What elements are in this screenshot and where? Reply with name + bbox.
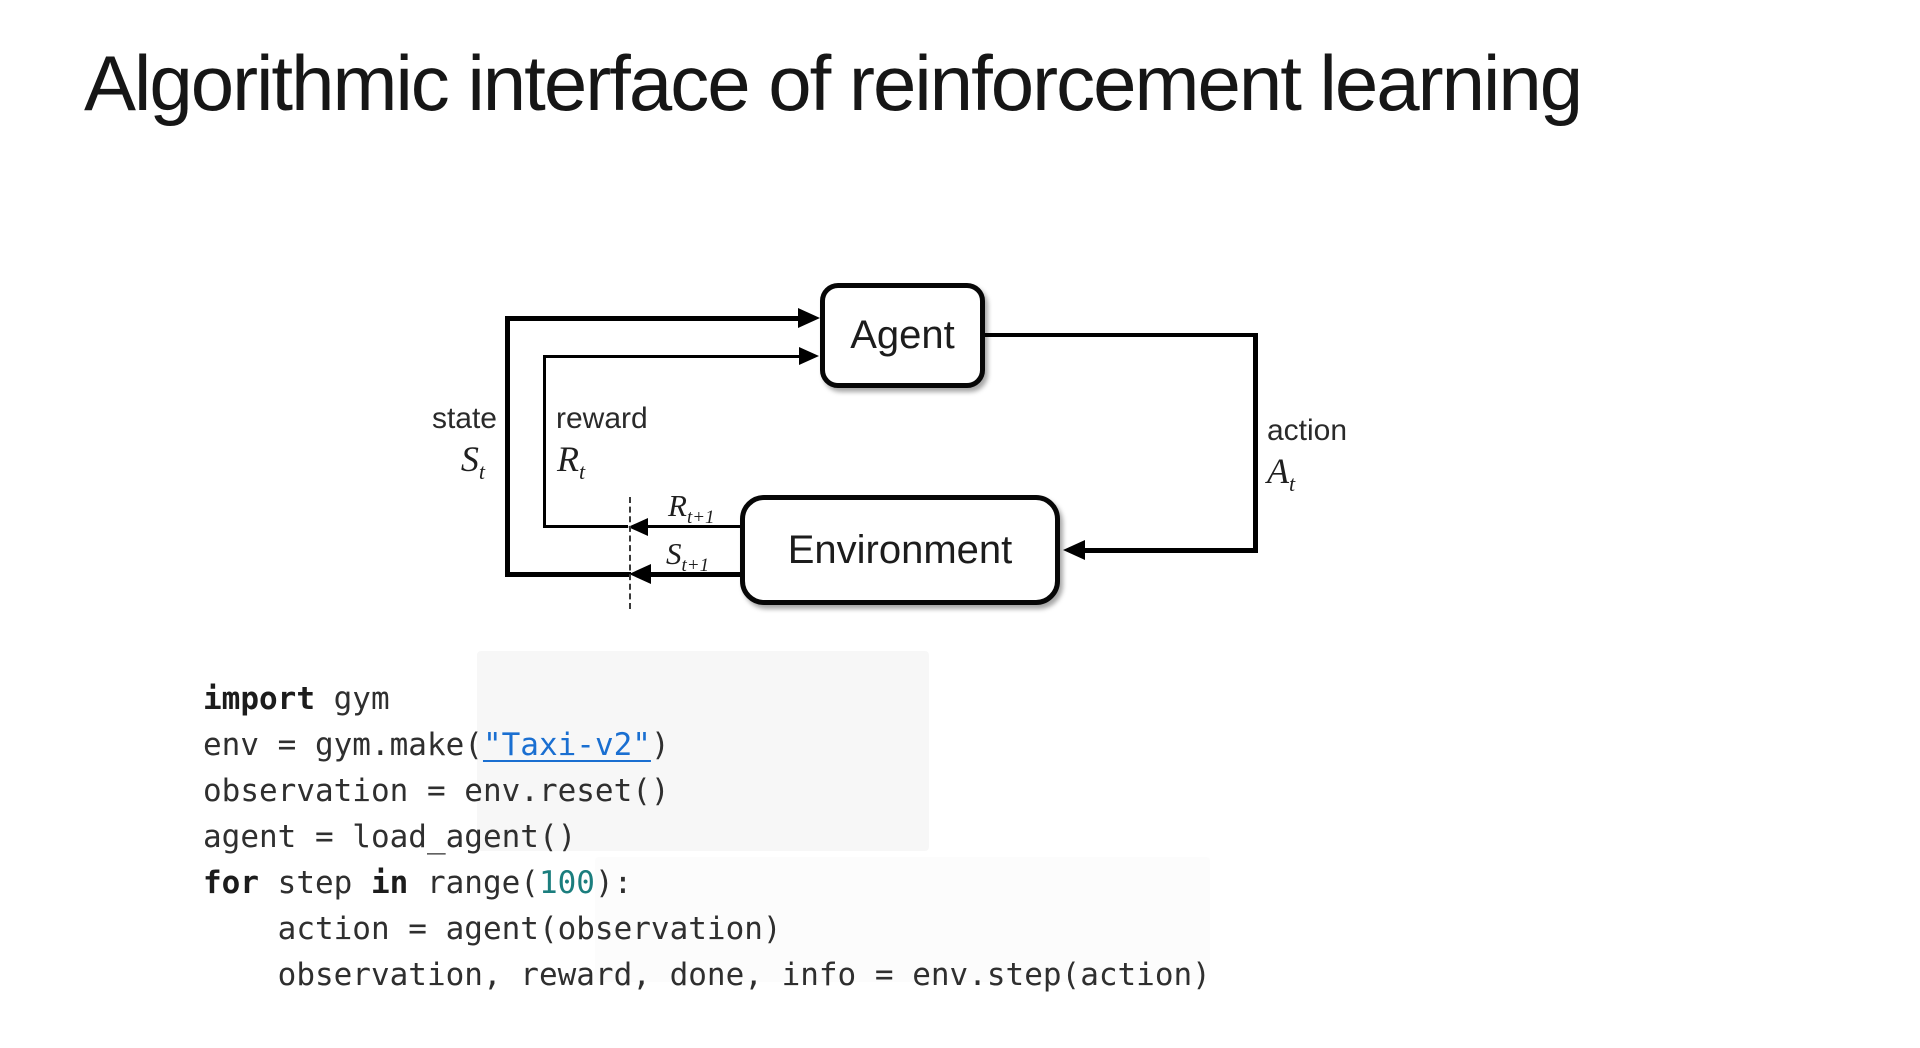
code-token: ): (594, 865, 633, 901)
action-line-bottom (1085, 548, 1255, 553)
code-token: action = agent(observation) (203, 911, 782, 947)
time-step-dashed-line (629, 497, 631, 609)
code-token: observation = env.reset() (203, 773, 670, 809)
state-label: state (431, 402, 497, 435)
code-line: env = gym.make("Taxi-v2") (203, 722, 1211, 768)
state-symbol: St (460, 439, 485, 485)
environment-box-label: Environment (787, 527, 1013, 572)
reward-symbol: Rt (557, 439, 586, 485)
reward-line-top (543, 355, 799, 358)
code-line: observation, reward, done, info = env.st… (203, 952, 1211, 998)
code-token: gym (314, 681, 390, 717)
next-state-symbol: St+1 (666, 536, 710, 577)
state-line-bottom (505, 572, 631, 577)
reward-line-bottom (543, 525, 628, 528)
action-line-vertical (1253, 333, 1258, 553)
next-reward-line (648, 525, 740, 528)
code-token: agent = load_agent() (203, 819, 577, 855)
next-state-arrowhead-icon (629, 564, 651, 584)
action-line-top (985, 333, 1258, 337)
reward-arrowhead-into-agent-icon (799, 347, 819, 365)
code-token: import (203, 681, 315, 717)
code-token: step (259, 865, 371, 901)
code-line: observation = env.reset() (203, 768, 1211, 814)
agent-box: Agent (820, 283, 985, 388)
pasted-image-artifact (595, 857, 1210, 982)
reward-line-vertical (543, 355, 546, 527)
state-line-vertical (505, 316, 510, 577)
code-token: range( (408, 865, 539, 901)
code-token: for (203, 865, 259, 901)
next-state-line (651, 572, 740, 577)
environment-box: Environment (740, 495, 1060, 605)
pasted-image-artifact (477, 651, 929, 851)
code-line: agent = load_agent() (203, 814, 1211, 860)
action-symbol: At (1267, 451, 1296, 497)
next-reward-symbol: Rt+1 (668, 488, 715, 529)
code-line: action = agent(observation) (203, 906, 1211, 952)
code-token: in (370, 865, 409, 901)
code-token: 100 (538, 865, 595, 901)
slide-title: Algorithmic interface of reinforcement l… (84, 39, 1583, 127)
code-token: observation, reward, done, info = env.st… (203, 957, 1211, 993)
code-line: import gym (203, 676, 1211, 722)
next-reward-arrowhead-icon (628, 518, 648, 536)
code-line: for step in range(100): (203, 860, 1211, 906)
action-label: action (1267, 414, 1348, 447)
code-token: ) (650, 727, 670, 763)
state-line-top (505, 316, 800, 321)
action-arrowhead-into-environment-icon (1063, 540, 1085, 560)
agent-box-label: Agent (850, 313, 955, 357)
code-string-link: "Taxi-v2" (482, 727, 651, 763)
state-arrowhead-into-agent-icon (798, 308, 820, 328)
reward-label: reward (556, 402, 648, 435)
code-token: env = gym.make( (203, 727, 483, 763)
